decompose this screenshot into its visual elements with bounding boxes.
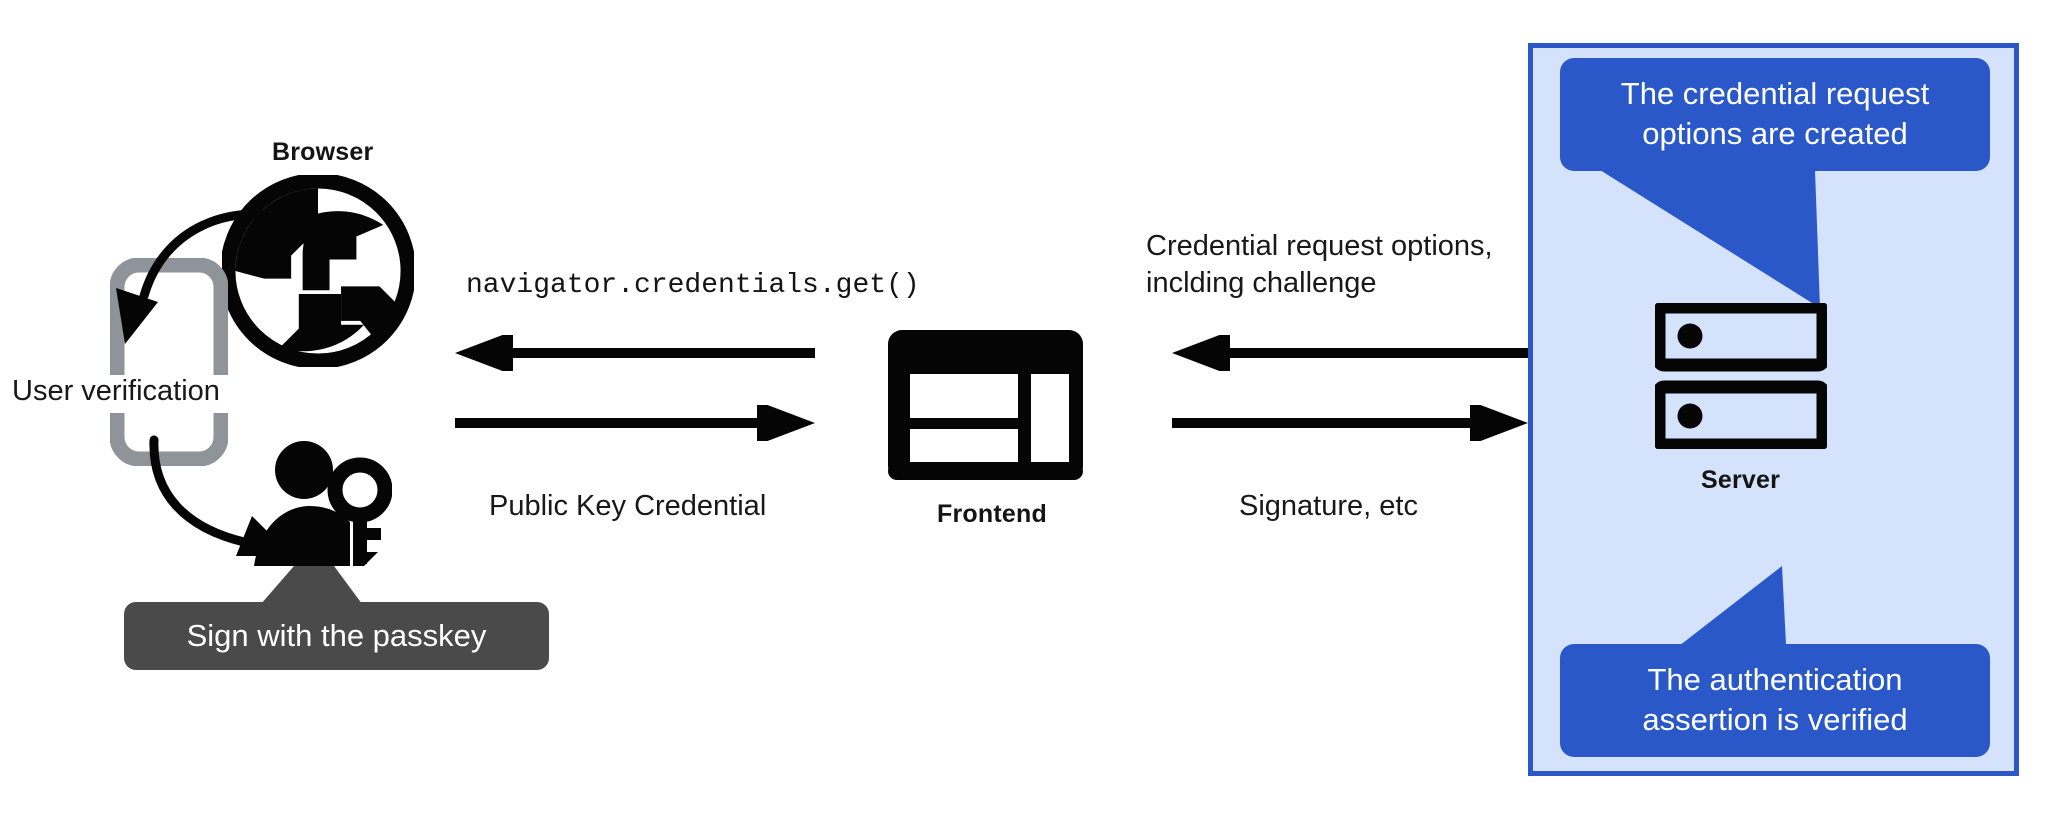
sign-with-passkey-tooltip: Sign with the passkey <box>124 602 549 670</box>
web-layout-icon <box>888 330 1083 480</box>
globe-icon <box>222 175 414 367</box>
frontend-label: Frontend <box>937 500 1047 528</box>
top-callout-tail <box>1600 170 1820 308</box>
credential-request-options-label: Credential request options, inclding cha… <box>1146 230 1493 300</box>
navigator-credentials-get-label: navigator.credentials.get() <box>466 270 920 301</box>
arrow-browser-to-phone-icon <box>116 210 293 344</box>
arrow-server-to-frontend-icon <box>1172 335 1528 371</box>
user-verification-text-backdrop <box>6 375 256 413</box>
sign-with-passkey-label: Sign with the passkey <box>186 618 487 653</box>
server-racks-icon <box>1655 303 1827 449</box>
callout-credential-request-options: The credential request options are creat… <box>1560 58 1990 171</box>
signature-etc-label: Signature, etc <box>1239 490 1418 522</box>
arrow-frontend-to-server-icon <box>1172 405 1528 441</box>
passkey-tooltip-tail <box>254 566 368 612</box>
public-key-credential-label: Public Key Credential <box>489 490 767 522</box>
user-verification-label: User verification <box>12 375 220 407</box>
browser-label: Browser <box>272 138 374 166</box>
smartphone-icon <box>110 258 228 466</box>
person-with-key-icon <box>254 441 392 566</box>
arrow-browser-to-frontend-icon <box>455 405 815 441</box>
callout-authentication-assertion: The authentication assertion is verified <box>1560 644 1990 757</box>
arrow-frontend-to-browser-icon <box>455 335 815 371</box>
server-label: Server <box>1701 466 1781 494</box>
